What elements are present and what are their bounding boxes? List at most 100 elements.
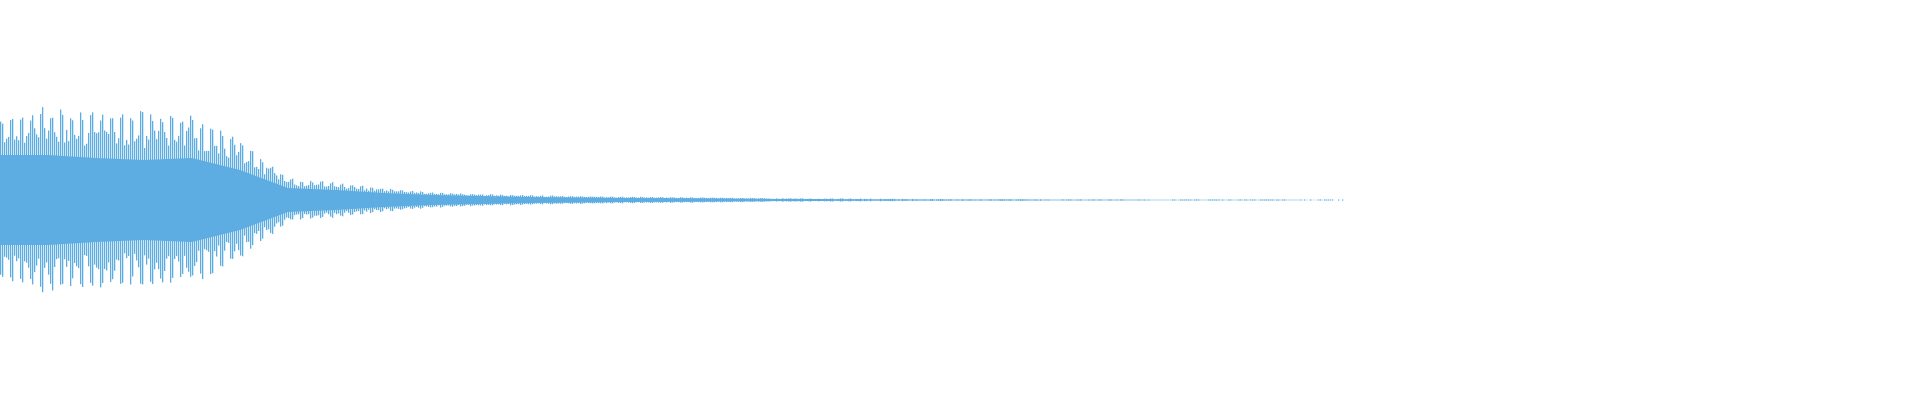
waveform-sample-bar: [1116, 199, 1118, 201]
waveform-sample-bar: [766, 198, 768, 202]
waveform-sample-bar: [386, 190, 388, 210]
waveform-sample-bar: [444, 194, 446, 206]
waveform-sample-bar: [618, 197, 620, 203]
waveform-sample-bar: [260, 159, 262, 242]
waveform-sample-bar: [794, 198, 796, 202]
waveform-sample-bar: [512, 195, 514, 206]
waveform-sample-bar: [696, 198, 698, 202]
waveform-sample-bar: [374, 190, 376, 210]
waveform-sample-bar: [56, 136, 58, 260]
waveform-sample-bar: [450, 193, 452, 207]
waveform-sample-bar: [382, 188, 384, 212]
waveform-sample-bar: [566, 196, 568, 204]
waveform-sample-bar: [446, 194, 448, 206]
waveform-sample-bar: [288, 181, 290, 219]
waveform-sample-bar: [370, 187, 372, 214]
waveform-sample-bar: [718, 198, 720, 202]
waveform-sample-bar: [1300, 199, 1302, 201]
waveform-sample-bar: [684, 197, 686, 203]
waveform-sample-bar: [134, 141, 136, 254]
waveform-sample-bar: [340, 184, 342, 216]
waveform-sample-bar: [390, 188, 392, 211]
waveform-sample-bar: [1338, 199, 1340, 201]
waveform-sample-bar: [634, 197, 636, 203]
waveform-sample-bar: [1222, 199, 1224, 201]
waveform-sample-bar: [782, 198, 784, 202]
waveform-sample-bar: [196, 138, 198, 263]
waveform-sample-bar: [520, 195, 522, 205]
waveform-sample-bar: [632, 196, 634, 204]
waveform-sample-bar: [1342, 199, 1344, 201]
waveform-sample-bar: [156, 139, 158, 263]
waveform-sample-bar: [612, 196, 614, 204]
waveform-sample-bar: [408, 192, 410, 208]
waveform-sample-bar: [34, 128, 36, 273]
waveform-sample-bar: [372, 187, 374, 213]
waveform-sample-bar: [624, 197, 626, 203]
waveform-sample-bar: [1188, 199, 1190, 201]
waveform-sample-bar: [702, 197, 704, 203]
waveform-sample-bar: [124, 145, 126, 254]
waveform-sample-bar: [306, 185, 308, 215]
waveform-sample-bar: [1324, 199, 1326, 201]
waveform-sample-bar: [704, 197, 706, 203]
waveform-sample-bar: [564, 196, 566, 204]
waveform-sample-bar: [644, 197, 646, 203]
waveform-sample-bar: [728, 198, 730, 202]
waveform-sample-bar: [1186, 199, 1188, 201]
waveform-sample-bar: [184, 145, 186, 256]
waveform-sample-bar: [538, 196, 540, 204]
waveform-sample-bar: [144, 147, 146, 256]
waveform-sample-bar: [1246, 199, 1248, 201]
waveform-sample-bar: [736, 198, 738, 202]
waveform-sample-bar: [84, 145, 86, 256]
waveform-sample-bar: [1098, 199, 1100, 201]
waveform-sample-bar: [936, 199, 938, 201]
waveform-sample-bar: [200, 128, 202, 274]
waveform-sample-bar: [1020, 199, 1022, 201]
waveform-sample-bar: [346, 188, 348, 212]
waveform-sample-bar: [1240, 199, 1242, 201]
waveform-sample-bar: [442, 192, 444, 207]
waveform-sample-bar: [456, 193, 458, 207]
waveform-sample-bar: [104, 130, 106, 270]
waveform-sample-bar: [448, 194, 450, 206]
waveform-sample-bar: [1070, 199, 1072, 201]
waveform-sample-bar: [716, 197, 718, 203]
waveform-sample-bar: [674, 197, 676, 203]
waveform-sample-bar: [136, 138, 138, 261]
waveform-sample-bar: [334, 186, 336, 213]
waveform-sample-bar: [428, 193, 430, 207]
waveform-sample-bar: [1328, 199, 1330, 201]
waveform-sample-bar: [1148, 199, 1150, 201]
waveform-sample-bar: [172, 117, 174, 278]
waveform-sample-bar: [888, 199, 890, 201]
waveform-sample-bar: [284, 181, 286, 220]
waveform-sample-bar: [304, 186, 306, 215]
waveform-sample-bar: [308, 185, 310, 215]
waveform-sample-bar: [364, 190, 366, 211]
waveform-sample-bar: [8, 136, 10, 260]
waveform-sample-bar: [642, 196, 644, 204]
waveform-sample-bar: [534, 196, 536, 204]
waveform-sample-bar: [578, 196, 580, 204]
waveform-sample-bar: [676, 197, 678, 203]
waveform-sample-bar: [470, 194, 472, 207]
waveform-sample-bar: [1016, 199, 1018, 201]
waveform-sample-bar: [320, 181, 322, 219]
waveform-sample-bar: [202, 124, 204, 280]
waveform-sample-bar: [500, 194, 502, 206]
waveform-sample-bar: [68, 141, 70, 261]
waveform-sample-bar: [174, 139, 176, 260]
waveform-sample-bar: [548, 196, 550, 204]
waveform-sample-bar: [738, 198, 740, 202]
waveform-sample-bar: [522, 195, 524, 205]
waveform-sample-bar: [474, 194, 476, 206]
waveform-sample-bar: [524, 196, 526, 205]
waveform-sample-bar: [504, 195, 506, 204]
waveform-sample-bar: [980, 199, 982, 201]
waveform-sample-bar: [130, 118, 132, 285]
waveform-sample-bar: [894, 198, 896, 202]
waveform-sample-bar: [638, 197, 640, 203]
waveform-sample-bar: [160, 118, 162, 279]
